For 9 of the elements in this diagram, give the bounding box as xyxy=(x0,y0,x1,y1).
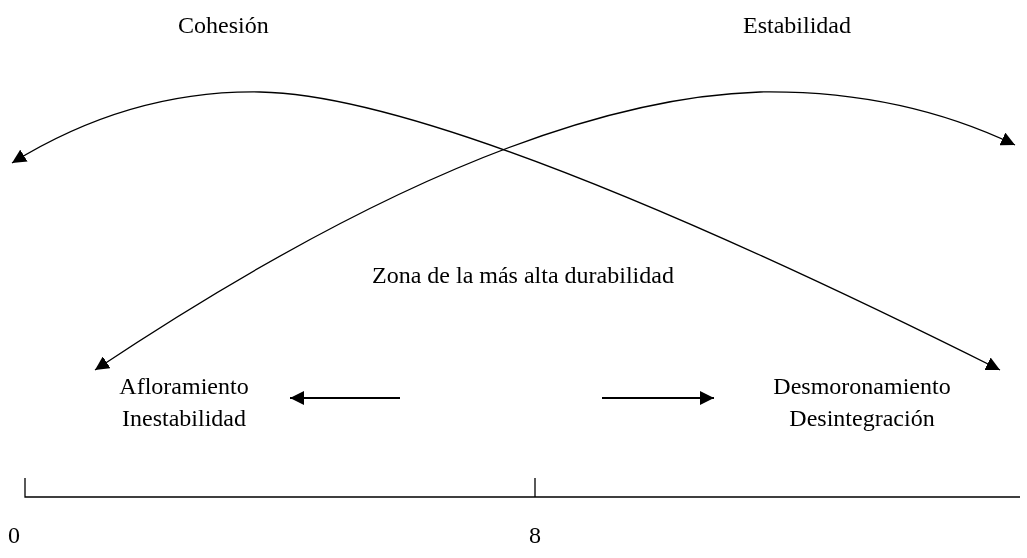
tick-label: 0 xyxy=(8,522,20,549)
zone-label: Zona de la más alta durabilidad xyxy=(372,262,674,289)
arrow xyxy=(289,391,401,405)
tick-label: 8 xyxy=(529,522,541,549)
term-label: Afloramiento Inestabilidad xyxy=(78,370,290,434)
term-label: Desmoronamiento Desintegración xyxy=(714,370,1010,434)
curve-label: Cohesión xyxy=(178,12,269,39)
arrow xyxy=(601,391,715,405)
curve-label: Estabilidad xyxy=(743,12,851,39)
